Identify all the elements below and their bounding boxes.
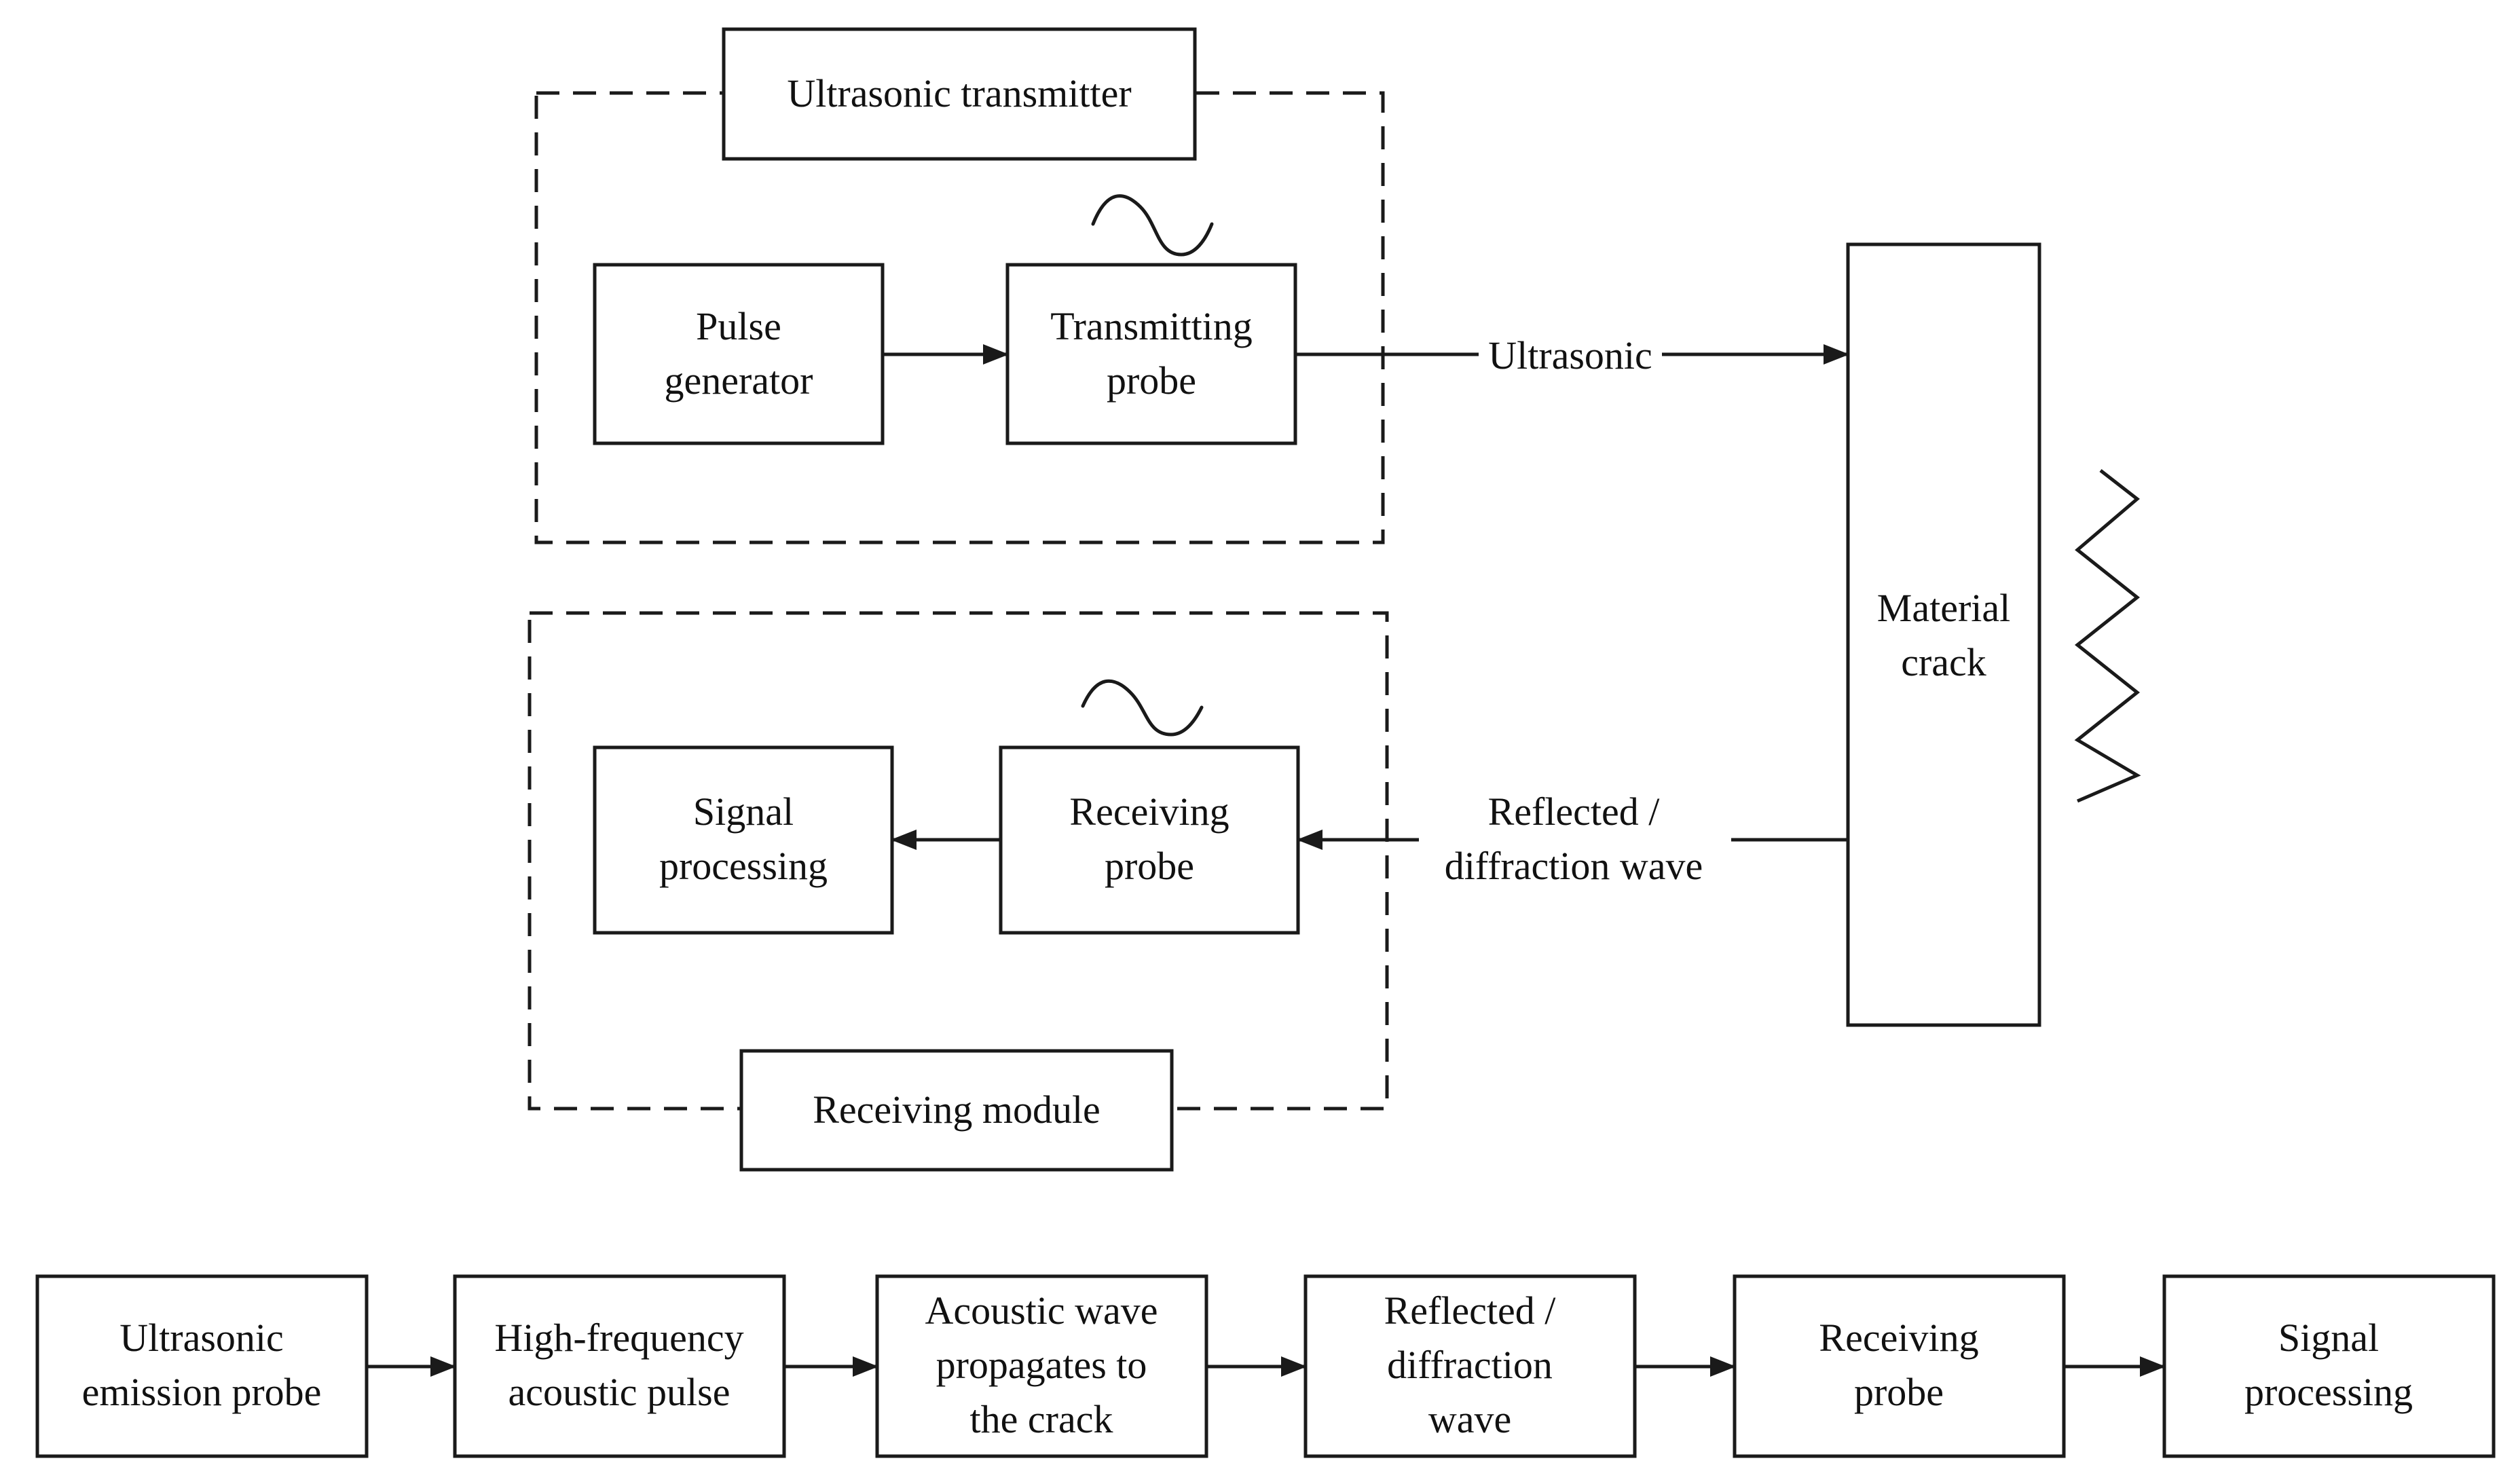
reflected-label-line2: diffraction wave bbox=[1445, 844, 1703, 888]
ultrasonic-label-bg bbox=[1479, 324, 1662, 379]
flow-step-6-box bbox=[2162, 1274, 2496, 1458]
ultrasonic-path: Ultrasonic bbox=[1295, 324, 1849, 379]
receive-sine-wave-icon bbox=[1081, 679, 1204, 737]
flow-step-1-line1: Ultrasonic bbox=[119, 1316, 284, 1360]
signal-processing-box bbox=[593, 745, 894, 935]
flow-step-3-line1: Acoustic wave bbox=[925, 1288, 1158, 1333]
flow-step-5-box bbox=[1733, 1274, 2066, 1458]
flow-step-2-box bbox=[453, 1274, 786, 1458]
flow-step-2-line1: High-frequency bbox=[494, 1316, 743, 1360]
flow-step-4-line2: diffraction bbox=[1387, 1343, 1553, 1387]
transmit-sine-wave-icon bbox=[1091, 194, 1214, 257]
flow-step-3-line3: the crack bbox=[970, 1397, 1113, 1441]
receiving-probe-label-line2: probe bbox=[1105, 844, 1194, 888]
receiver-title-box bbox=[739, 1049, 1174, 1172]
flow-step-1-line2: emission probe bbox=[82, 1370, 322, 1414]
process-flow: Ultrasonic emission probe High-frequency… bbox=[35, 1274, 2496, 1458]
reflected-path: Reflected / diffraction wave bbox=[1297, 781, 1848, 893]
transmitter-group: Ultrasonic transmitter Pulse generator T… bbox=[534, 27, 1385, 544]
flow-step-2-line2: acoustic pulse bbox=[508, 1370, 730, 1414]
flow-step-4-box bbox=[1303, 1274, 1637, 1458]
flow-step-3-line2: propagates to bbox=[936, 1343, 1147, 1387]
transmitter-title: Ultrasonic transmitter bbox=[787, 71, 1131, 115]
material-crack-label-line1: Material bbox=[1877, 586, 2010, 630]
ultrasonic-label: Ultrasonic bbox=[1488, 333, 1652, 377]
material-crack-block: Material crack bbox=[1846, 242, 2141, 1027]
pulse-generator-label-line2: generator bbox=[665, 358, 813, 403]
reflected-label-bg bbox=[1419, 781, 1731, 893]
crack-zigzag-icon bbox=[2074, 469, 2141, 803]
receiver-title: Receiving module bbox=[813, 1088, 1100, 1132]
reflected-label-line1: Reflected / bbox=[1488, 790, 1661, 834]
transmitter-title-box bbox=[722, 27, 1197, 161]
flow-step-6-line1: Signal bbox=[2278, 1316, 2379, 1360]
flow-step-5-line2: probe bbox=[1854, 1370, 1944, 1414]
pulse-generator-label-line1: Pulse bbox=[696, 304, 781, 348]
flow-step-4-line1: Reflected / bbox=[1384, 1288, 1557, 1333]
flow-step-3-box bbox=[875, 1274, 1208, 1458]
flow-step-1-box bbox=[35, 1274, 369, 1458]
receiving-probe-box bbox=[999, 745, 1300, 935]
signal-processing-label-line2: processing bbox=[659, 844, 828, 888]
receiving-probe-label-line1: Receiving bbox=[1069, 790, 1229, 834]
signal-processing-label-line1: Signal bbox=[693, 790, 794, 834]
flow-step-5-line1: Receiving bbox=[1819, 1316, 1978, 1360]
transmitting-probe-box bbox=[1005, 263, 1297, 445]
receiver-group: Receiving module Signal processing Recei… bbox=[528, 611, 1389, 1172]
material-crack-label-line2: crack bbox=[1901, 640, 1986, 684]
flow-step-6-line2: processing bbox=[2244, 1370, 2413, 1414]
transmitting-probe-label-line2: probe bbox=[1107, 358, 1196, 403]
pulse-generator-box bbox=[593, 263, 885, 445]
flow-step-4-line3: wave bbox=[1428, 1397, 1511, 1441]
material-crack-box bbox=[1846, 242, 2041, 1027]
transmitting-probe-label-line1: Transmitting bbox=[1050, 304, 1253, 348]
